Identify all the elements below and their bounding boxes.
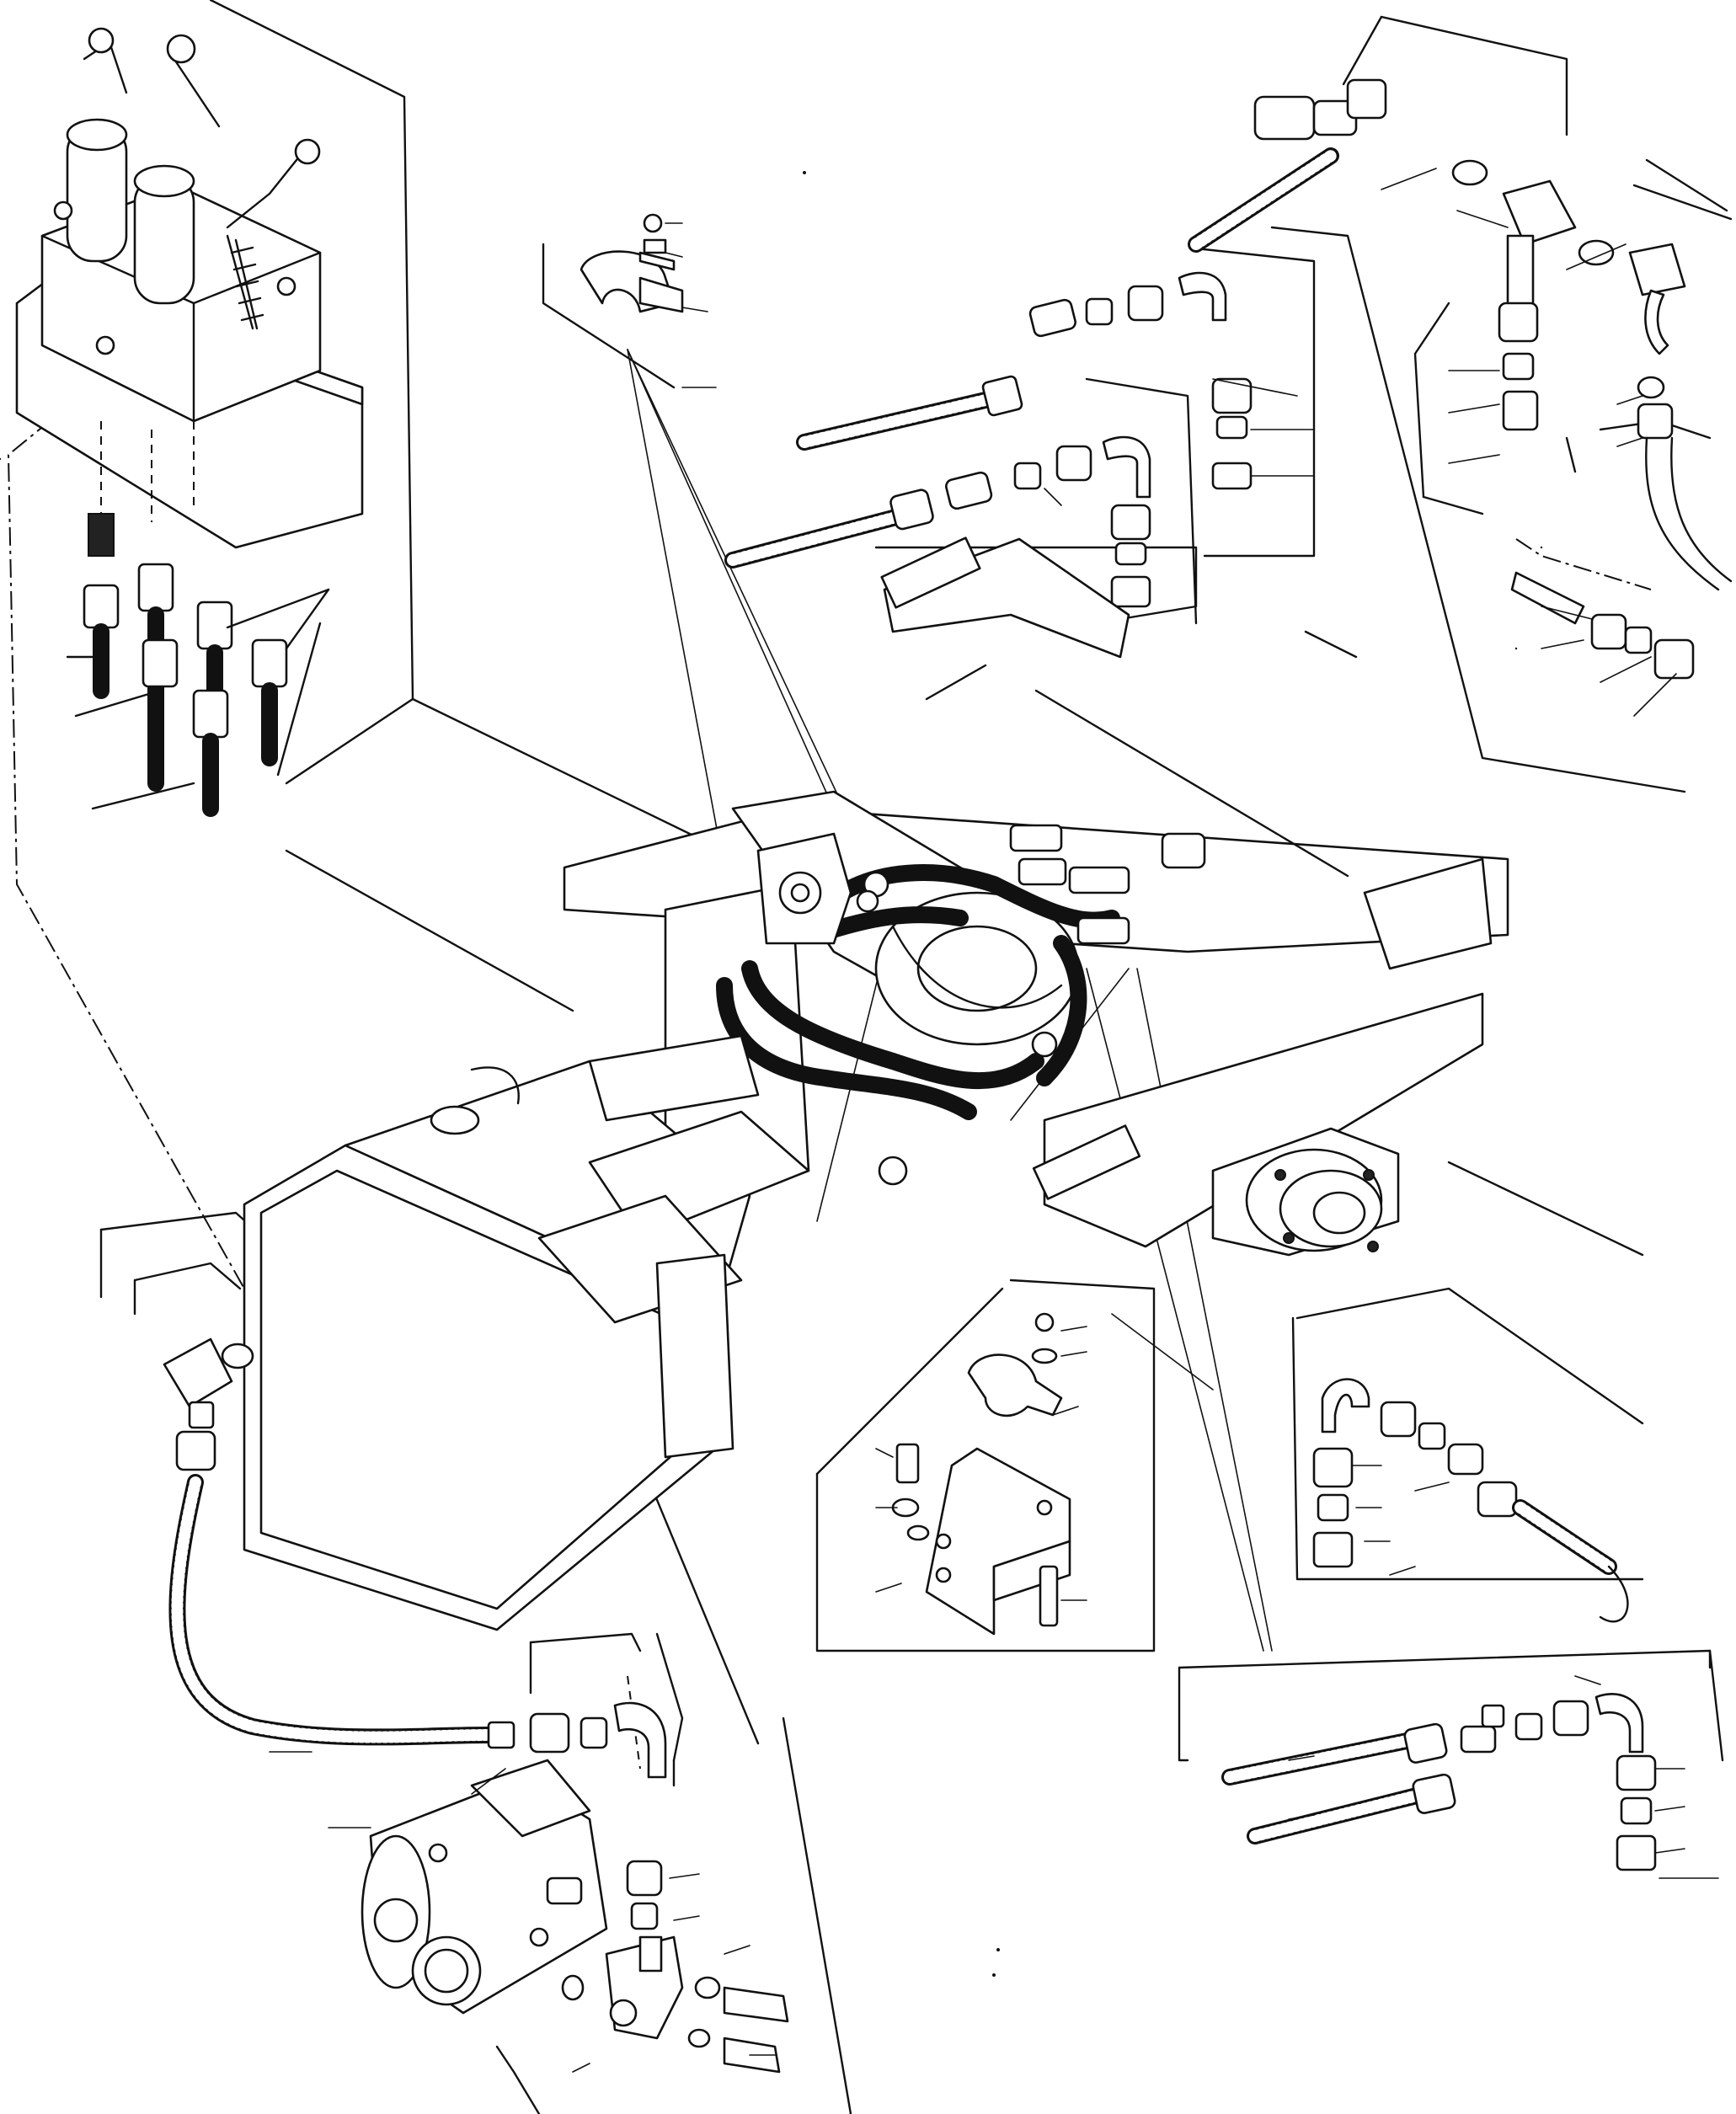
control-valve-assembly bbox=[15, 27, 364, 549]
main-frame-assembly bbox=[563, 537, 1509, 1257]
oil-cooler bbox=[243, 1034, 810, 1631]
clamp-bracket-detail bbox=[875, 1312, 1087, 1636]
upper-hose-assemblies bbox=[724, 271, 1315, 608]
hose-clamp-top bbox=[580, 213, 717, 388]
hydraulic-pump bbox=[328, 1759, 789, 2074]
specks bbox=[803, 171, 1000, 1977]
valve-hose-fittings bbox=[66, 513, 330, 817]
right-hose-detail bbox=[1312, 1378, 1629, 1623]
pump-supply-hose bbox=[163, 1337, 667, 1779]
bottom-right-hose-detail bbox=[1221, 1675, 1719, 1879]
top-right-fittings bbox=[1188, 78, 1733, 717]
